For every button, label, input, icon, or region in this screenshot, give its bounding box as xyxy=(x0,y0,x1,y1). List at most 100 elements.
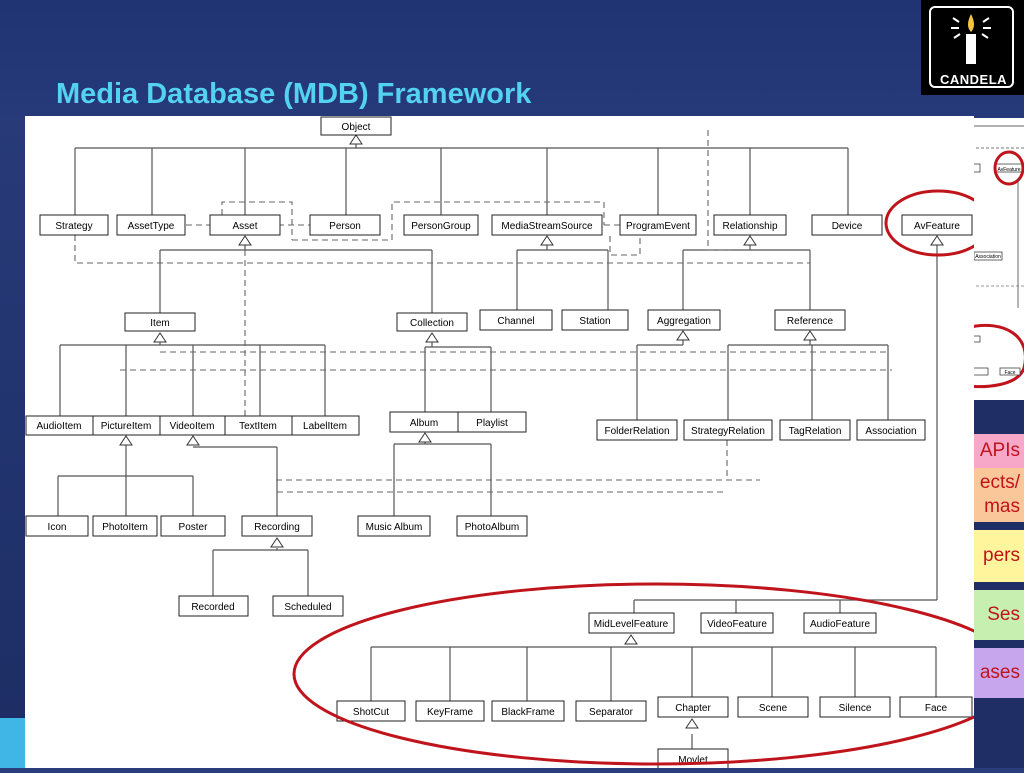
svg-text:Icon: Icon xyxy=(48,522,67,533)
candela-logo: CANDELA xyxy=(921,0,1024,95)
class-photoalbum: PhotoAlbum xyxy=(456,515,528,537)
class-boxes: Object Strategy AssetType Asset Person P… xyxy=(25,116,973,770)
class-audioitem: AudioItem xyxy=(25,415,94,436)
class-midlevelfeature: MidLevelFeature xyxy=(588,612,675,634)
svg-text:Channel: Channel xyxy=(497,316,534,327)
class-collection: Collection xyxy=(396,312,468,332)
thumb-highlight-ellipse xyxy=(993,150,1024,186)
svg-text:Scene: Scene xyxy=(759,703,788,714)
svg-text:TextItem: TextItem xyxy=(239,421,277,432)
class-reference: Reference xyxy=(774,309,846,331)
thumb-label-1: AvFeature xyxy=(998,167,1021,173)
class-asset: Asset xyxy=(209,214,281,236)
menu-item-ses[interactable]: Ses xyxy=(966,590,1024,640)
svg-text:Recorded: Recorded xyxy=(191,602,234,613)
svg-text:Station: Station xyxy=(579,316,610,327)
uml-diagram: Object Strategy AssetType Asset Person P… xyxy=(25,116,1020,770)
svg-text:AudioFeature: AudioFeature xyxy=(810,619,870,630)
class-playlist: Playlist xyxy=(457,411,527,433)
logo-text: CANDELA xyxy=(939,72,1008,87)
svg-text:MediaStreamSource: MediaStreamSource xyxy=(501,221,593,232)
slide-title: Media Database (MDB) Framework xyxy=(56,78,532,110)
thumb-label-2: Association xyxy=(975,254,1001,260)
side-thumbnail: AvFeature Association Face xyxy=(966,118,1024,400)
svg-text:VideoItem: VideoItem xyxy=(170,421,215,432)
svg-text:PersonGroup: PersonGroup xyxy=(411,221,471,232)
class-strategy: Strategy xyxy=(39,214,109,236)
class-poster: Poster xyxy=(160,515,226,537)
svg-text:Scheduled: Scheduled xyxy=(284,602,331,613)
svg-text:ProgramEvent: ProgramEvent xyxy=(626,221,690,232)
svg-text:Strategy: Strategy xyxy=(55,221,92,232)
class-audiofeature: AudioFeature xyxy=(803,612,877,634)
class-item: Item xyxy=(124,312,196,332)
svg-text:Relationship: Relationship xyxy=(722,221,777,232)
svg-text:ShotCut: ShotCut xyxy=(353,707,389,718)
svg-text:PhotoAlbum: PhotoAlbum xyxy=(465,522,519,533)
svg-text:Face: Face xyxy=(925,703,948,714)
logo-frame: CANDELA xyxy=(929,6,1014,88)
thumb-highlight-arc xyxy=(966,323,1024,389)
inheritance-arrows xyxy=(119,134,944,729)
svg-text:LabelItem: LabelItem xyxy=(303,421,347,432)
side-menu: APIs ects/ mas pers Ses ases xyxy=(966,400,1024,768)
class-blackframe: BlackFrame xyxy=(491,700,565,722)
class-mediastreamsource: MediaStreamSource xyxy=(491,214,603,236)
class-videoitem: VideoItem xyxy=(159,415,226,436)
class-keyframe: KeyFrame xyxy=(415,700,485,722)
class-textitem: TextItem xyxy=(224,415,293,436)
class-chapter: Chapter xyxy=(657,696,729,718)
class-silence: Silence xyxy=(819,696,891,718)
class-tagrelation: TagRelation xyxy=(779,419,851,441)
svg-text:Aggregation: Aggregation xyxy=(657,316,711,327)
class-recorded: Recorded xyxy=(178,595,249,617)
class-album: Album xyxy=(389,411,459,433)
class-shotcut: ShotCut xyxy=(336,700,406,722)
class-scheduled: Scheduled xyxy=(272,595,344,617)
class-recording: Recording xyxy=(241,515,313,537)
class-object: Object xyxy=(320,116,392,136)
highlight-ellipses xyxy=(292,189,1020,766)
svg-text:StrategyRelation: StrategyRelation xyxy=(691,426,765,437)
class-separator: Separator xyxy=(575,700,647,722)
class-relationship: Relationship xyxy=(713,214,787,236)
svg-text:AvFeature: AvFeature xyxy=(914,221,960,232)
svg-text:Object: Object xyxy=(342,122,371,133)
inheritance-lines xyxy=(57,142,938,749)
class-labelitem: LabelItem xyxy=(291,415,360,436)
svg-text:VideoFeature: VideoFeature xyxy=(707,619,767,630)
svg-text:Album: Album xyxy=(410,418,438,429)
class-pictureitem: PictureItem xyxy=(92,415,161,436)
svg-text:MidLevelFeature: MidLevelFeature xyxy=(594,619,669,630)
class-musicalbum: Music Album xyxy=(357,515,431,537)
svg-text:Collection: Collection xyxy=(410,318,454,329)
class-station: Station xyxy=(561,309,629,331)
class-association: Association xyxy=(856,419,926,441)
svg-text:Chapter: Chapter xyxy=(675,703,711,714)
class-videofeature: VideoFeature xyxy=(700,612,774,634)
svg-text:Separator: Separator xyxy=(589,707,634,718)
menu-item-wrappers[interactable]: pers xyxy=(966,530,1024,582)
svg-text:Recording: Recording xyxy=(254,522,300,533)
svg-text:Asset: Asset xyxy=(232,221,257,232)
svg-text:AudioItem: AudioItem xyxy=(36,421,81,432)
svg-text:PictureItem: PictureItem xyxy=(101,421,152,432)
title-band xyxy=(0,0,1024,118)
svg-text:TagRelation: TagRelation xyxy=(789,426,842,437)
menu-item-objects-schemas[interactable]: ects/ mas xyxy=(966,468,1024,522)
svg-text:BlackFrame: BlackFrame xyxy=(501,707,555,718)
class-programevent: ProgramEvent xyxy=(619,214,697,236)
class-face: Face xyxy=(899,696,973,718)
menu-item-databases[interactable]: ases xyxy=(966,648,1024,698)
association-lines xyxy=(74,130,892,493)
svg-text:PhotoItem: PhotoItem xyxy=(102,522,148,533)
svg-text:Playlist: Playlist xyxy=(476,418,508,429)
svg-text:Movlet: Movlet xyxy=(678,755,708,766)
class-folderrelation: FolderRelation xyxy=(596,419,678,441)
menu-item-apis[interactable]: APIs xyxy=(966,434,1024,468)
class-person: Person xyxy=(309,214,381,236)
svg-text:AssetType: AssetType xyxy=(128,221,175,232)
class-scene: Scene xyxy=(737,696,809,718)
class-device: Device xyxy=(811,214,883,236)
svg-text:Poster: Poster xyxy=(179,522,209,533)
